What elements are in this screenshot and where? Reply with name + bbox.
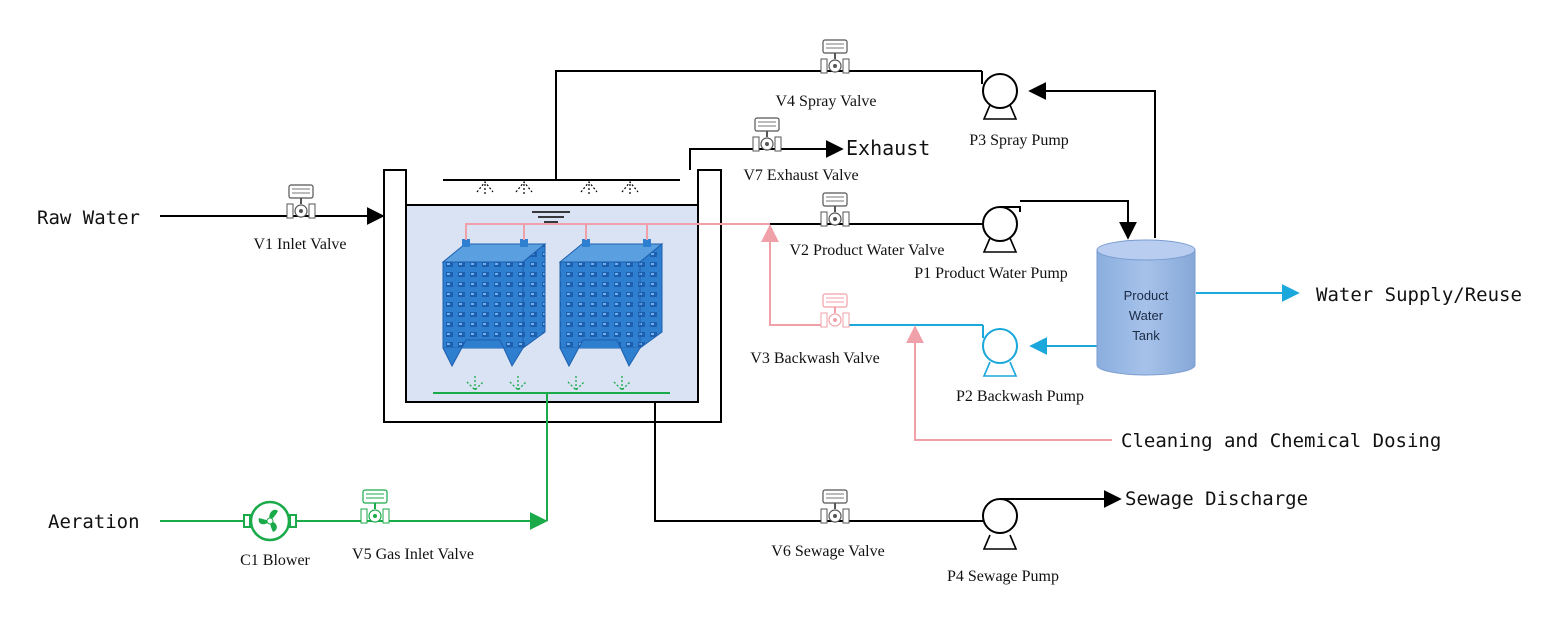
spray-header xyxy=(443,179,680,194)
pipes-aeration xyxy=(160,394,548,530)
valve-v1-icon[interactable] xyxy=(286,184,316,219)
pump-p3-icon[interactable] xyxy=(981,71,1018,120)
product-tank-label-3: Tank xyxy=(1132,328,1160,343)
spray-nozzle-icon xyxy=(476,181,639,194)
aerator xyxy=(433,376,670,394)
exhaust-label: Exhaust xyxy=(846,136,930,160)
water-supply-label: Water Supply/Reuse xyxy=(1316,284,1522,306)
pump-p2-icon[interactable] xyxy=(982,325,1018,377)
pump-p3-label: P3 Spray Pump xyxy=(969,132,1069,149)
pipes-cleaning xyxy=(761,224,1112,441)
valve-v5-label: V5 Gas Inlet Valve xyxy=(352,546,474,563)
pump-p1-icon[interactable] xyxy=(982,206,1021,253)
valve-v5-icon[interactable] xyxy=(360,489,390,524)
valve-v6-icon[interactable] xyxy=(820,489,850,524)
valve-v3-label: V3 Backwash Valve xyxy=(750,350,879,367)
valve-v7-label: V7 Exhaust Valve xyxy=(743,167,858,184)
product-tank-label-1: Product xyxy=(1124,288,1169,303)
blower-c1-icon[interactable] xyxy=(243,500,297,542)
pump-p2-label: P2 Backwash Pump xyxy=(956,388,1084,405)
valve-v3-icon[interactable] xyxy=(820,293,850,328)
pump-p4-label: P4 Sewage Pump xyxy=(947,568,1059,585)
cleaning-dosing-label: Cleaning and Chemical Dosing xyxy=(1121,430,1441,452)
valve-v4-label: V4 Spray Valve xyxy=(775,93,876,110)
water-level-icon xyxy=(532,211,570,223)
valve-v6-label: V6 Sewage Valve xyxy=(771,543,884,560)
product-tank-label-2: Water xyxy=(1129,308,1164,323)
membrane-module-right xyxy=(558,239,664,368)
valve-v1-label: V1 Inlet Valve xyxy=(253,236,346,253)
aeration-label: Aeration xyxy=(48,511,140,533)
pump-p1-label: P1 Product Water Pump xyxy=(914,265,1068,282)
raw-water-label: Raw Water xyxy=(37,207,140,229)
mbr-tank xyxy=(383,169,722,423)
blower-c1-label: C1 Blower xyxy=(240,552,310,569)
pipes-black xyxy=(160,70,1156,522)
membrane-module-left xyxy=(441,239,547,368)
valve-v7-icon[interactable] xyxy=(752,117,782,152)
valve-v2-label: V2 Product Water Valve xyxy=(790,242,945,259)
sewage-discharge-label: Sewage Discharge xyxy=(1125,488,1308,510)
valve-v2-icon[interactable] xyxy=(820,192,850,227)
product-water-tank xyxy=(1096,239,1196,376)
valve-v4-icon[interactable] xyxy=(820,39,850,74)
permeate-header xyxy=(465,223,770,240)
pump-p4-icon[interactable] xyxy=(982,498,1020,550)
